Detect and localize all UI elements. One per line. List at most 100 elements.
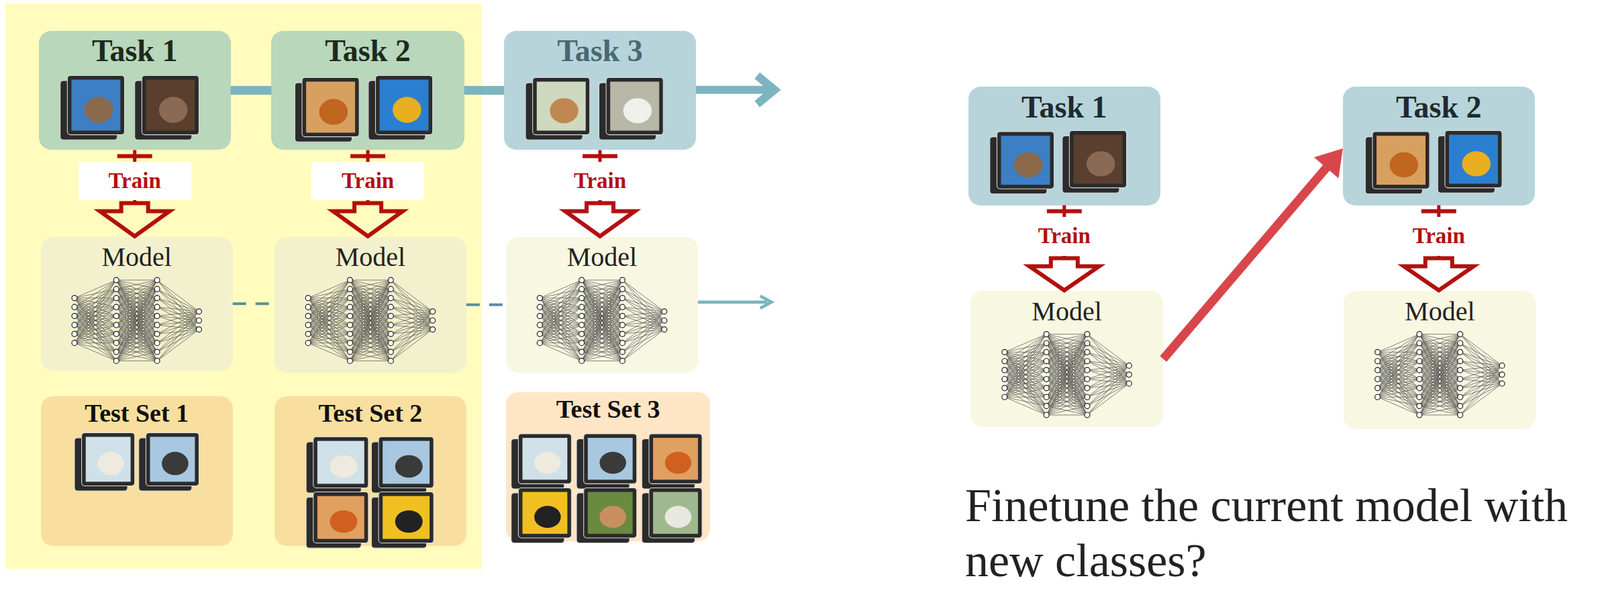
- photo-ground: [1376, 135, 1426, 185]
- network-unit: [430, 317, 436, 323]
- photo-ground: [610, 81, 660, 131]
- network-unit: [1002, 393, 1008, 400]
- photo-ground: [653, 491, 698, 534]
- photo-ground: [522, 437, 568, 480]
- network-unit: [536, 340, 543, 346]
- photo-subject: [599, 451, 627, 474]
- node-text: Model: [335, 241, 406, 273]
- photo-stack: [598, 77, 664, 141]
- train-bar: [117, 153, 153, 158]
- photo-stack: [511, 487, 572, 543]
- network-unit: [1457, 385, 1464, 391]
- network-unit: [1002, 367, 1008, 373]
- network-unit: [1002, 375, 1008, 382]
- network-unit: [1002, 348, 1008, 355]
- dash-line: [466, 303, 507, 307]
- photo-subject: [161, 451, 189, 476]
- teal-connector: [230, 89, 272, 91]
- network-unit: [1084, 348, 1090, 355]
- network-unit: [387, 322, 394, 328]
- network-unit: [1084, 375, 1090, 382]
- network-unit: [1416, 403, 1423, 409]
- edge-label: Train: [78, 161, 192, 201]
- red-connector: [1163, 148, 1343, 359]
- photo-frame: [606, 77, 664, 135]
- photo-frame: [1069, 130, 1127, 188]
- network-unit: [579, 304, 585, 310]
- photo-frame: [518, 433, 572, 484]
- photo-ground: [317, 440, 365, 484]
- node-text: Task 1: [91, 33, 178, 70]
- photo-frame: [81, 432, 135, 486]
- network-unit: [1416, 375, 1423, 382]
- network-unit: [347, 277, 354, 283]
- network-unit: [579, 313, 585, 319]
- network-unit: [1126, 371, 1132, 378]
- edge-label: Train: [1382, 216, 1496, 256]
- network-unit: [1126, 380, 1132, 386]
- network-unit: [196, 308, 203, 315]
- network-unit: [579, 322, 585, 328]
- network-links: [1004, 334, 1129, 415]
- photo-subject: [1389, 152, 1419, 178]
- neural-network: [536, 277, 667, 364]
- photo-ground: [1448, 134, 1498, 184]
- photo-subject: [534, 505, 562, 528]
- pictures: [60, 75, 1505, 548]
- network-unit: [113, 277, 119, 283]
- network-unit: [1457, 348, 1464, 355]
- photo-ground: [379, 79, 429, 131]
- network-unit: [619, 357, 625, 364]
- network-unit: [154, 304, 160, 310]
- train-arrow: [332, 202, 403, 236]
- red-line: [1163, 166, 1327, 359]
- edge-label-holder: Train: [543, 161, 657, 201]
- photo-stack: [306, 491, 369, 549]
- photo-ground: [317, 495, 365, 539]
- network-unit: [196, 317, 203, 323]
- network-unit: [347, 330, 354, 337]
- photo-subject: [329, 510, 358, 533]
- photo-subject: [329, 455, 358, 478]
- neural-network: [1375, 331, 1505, 418]
- network-unit: [536, 322, 543, 328]
- photo-frame: [145, 432, 199, 486]
- network-unit: [387, 357, 394, 364]
- network-unit: [1416, 331, 1423, 337]
- node-text: Model: [1031, 295, 1102, 327]
- node-text: Model: [102, 241, 172, 273]
- network-unit: [1416, 412, 1423, 418]
- network-unit: [196, 326, 203, 333]
- photo-ground: [382, 440, 430, 484]
- network-unit: [579, 357, 585, 364]
- network-unit: [387, 277, 394, 283]
- network-unit: [71, 340, 78, 346]
- network-unit: [1043, 385, 1049, 391]
- network-unit: [1457, 393, 1464, 400]
- network-unit: [579, 330, 585, 337]
- photo-subject: [665, 505, 692, 528]
- teal-line: [464, 85, 505, 95]
- photo-frame: [302, 77, 360, 137]
- sequence-arrow: [695, 75, 775, 105]
- train-arrow: [1029, 258, 1100, 291]
- photo-ground: [587, 437, 633, 480]
- network-unit: [347, 357, 354, 364]
- test-set-box: Test Set 1: [40, 395, 233, 547]
- network-unit: [1375, 375, 1381, 382]
- dash-line: [232, 302, 275, 305]
- network-unit: [619, 277, 625, 283]
- network-links: [74, 279, 199, 361]
- train-arrow: [1404, 258, 1474, 291]
- network-unit: [71, 330, 78, 337]
- network-unit: [347, 322, 354, 328]
- photo-frame: [648, 433, 703, 484]
- network-unit: [1375, 367, 1381, 373]
- model-box: Model: [970, 290, 1164, 427]
- photo-ground: [85, 436, 131, 482]
- network-unit: [1043, 367, 1049, 373]
- network-unit: [1416, 367, 1423, 373]
- photo-frame: [583, 433, 637, 484]
- network-unit: [71, 295, 78, 301]
- photo-frame: [313, 491, 369, 543]
